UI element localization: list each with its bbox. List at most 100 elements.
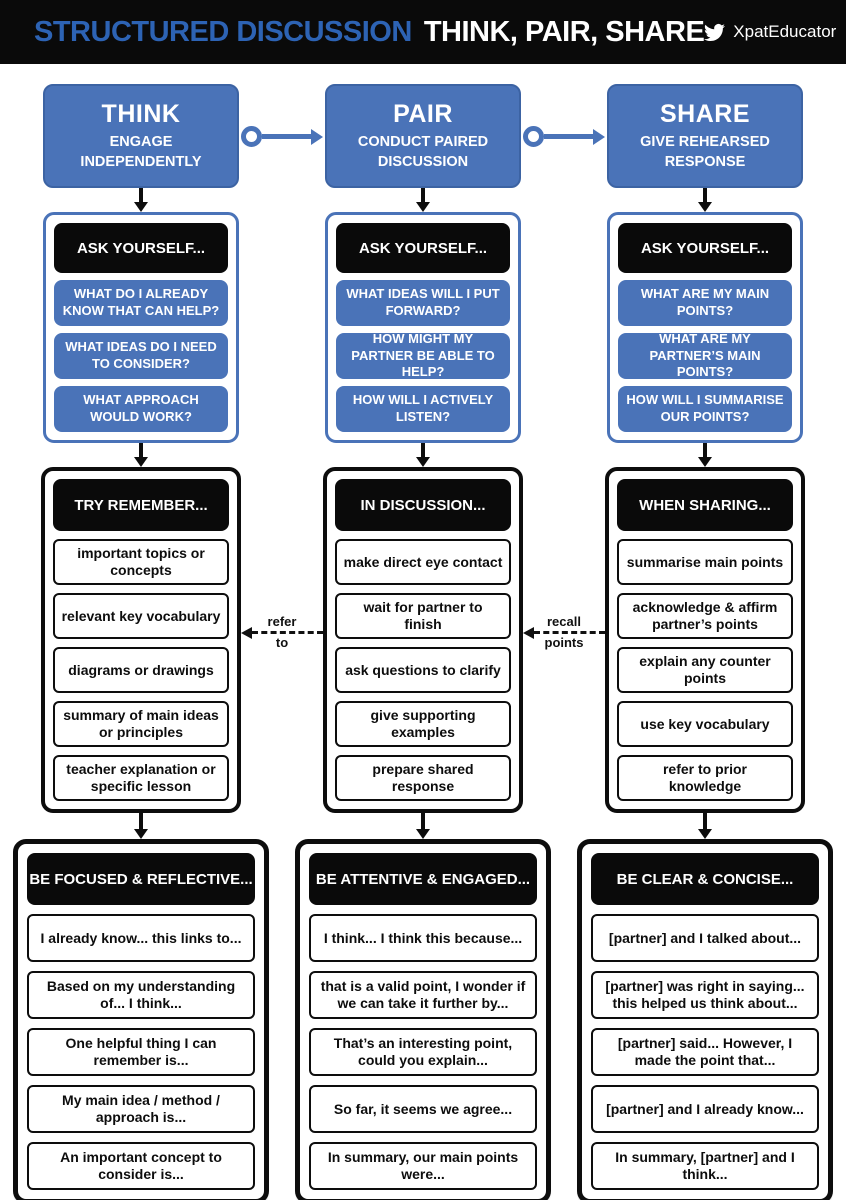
- stage-box-pair: PAIR CONDUCT PAIRED DISCUSSION: [325, 84, 521, 188]
- dashed-connector-recall-points: recall points: [523, 613, 605, 652]
- flow-columns: THINK ENGAGE INDEPENDENTLY ASK YOURSELF.…: [0, 84, 846, 1200]
- list-item: prepare shared response: [335, 755, 511, 801]
- sentence-stem: I think... I think this because...: [309, 914, 537, 962]
- ask-item: WHAT ARE MY MAIN POINTS?: [618, 280, 792, 326]
- column-pair: PAIR CONDUCT PAIRED DISCUSSION ASK YOURS…: [282, 84, 564, 1200]
- stage-subtitle: GIVE REHEARSED RESPONSE: [640, 133, 770, 170]
- twitter-handle: XpatEducator: [733, 22, 837, 41]
- sentence-stem: An important concept to consider is...: [27, 1142, 255, 1190]
- section-header: TRY REMEMBER...: [53, 479, 229, 531]
- sentence-stems-section-share: BE CLEAR & CONCISE... [partner] and I ta…: [577, 839, 833, 1200]
- sentence-stem: Based on my understanding of... I think.…: [27, 971, 255, 1019]
- connector-line: [262, 134, 311, 139]
- sentence-stem: [partner] was right in saying... this he…: [591, 971, 819, 1019]
- down-arrow-icon: [416, 813, 430, 839]
- sentence-stems-section-pair: BE ATTENTIVE & ENGAGED... I think... I t…: [295, 839, 551, 1200]
- stage-subtitle: CONDUCT PAIRED DISCUSSION: [357, 133, 489, 170]
- header-bar: STRUCTURED DISCUSSION THINK, PAIR, SHARE…: [0, 0, 846, 64]
- sentence-stems-section-think: BE FOCUSED & REFLECTIVE... I already kno…: [13, 839, 269, 1200]
- sentence-stem: My main idea / method / approach is...: [27, 1085, 255, 1133]
- sentence-stem: That’s an interesting point, could you e…: [309, 1028, 537, 1076]
- list-item: summary of main ideas or principles: [53, 701, 229, 747]
- dashed-left-arrow-icon: [241, 626, 323, 639]
- section-header: BE ATTENTIVE & ENGAGED...: [309, 853, 537, 905]
- ask-yourself-section-pair: ASK YOURSELF... WHAT IDEAS WILL I PUT FO…: [325, 212, 521, 443]
- page-title: THINK, PAIR, SHARE: [423, 15, 705, 48]
- ask-yourself-section-think: ASK YOURSELF... WHAT DO I ALREADY KNOW T…: [43, 212, 239, 443]
- section-header: WHEN SHARING...: [617, 479, 793, 531]
- list-item: make direct eye contact: [335, 539, 511, 585]
- twitter-icon: [704, 23, 726, 41]
- stage-title: SHARE: [659, 99, 750, 128]
- stage-box-think: THINK ENGAGE INDEPENDENTLY: [43, 84, 239, 188]
- ask-item: HOW WILL I SUMMARISE OUR POINTS?: [618, 386, 792, 432]
- list-item: important topics or concepts: [53, 539, 229, 585]
- ask-item: WHAT APPROACH WOULD WORK?: [54, 386, 228, 432]
- flow-connector-think-pair: [241, 126, 323, 147]
- down-arrow-icon: [416, 443, 430, 467]
- ask-item: HOW WILL I ACTIVELY LISTEN?: [336, 386, 510, 432]
- page-title-accent: STRUCTURED DISCUSSION: [34, 15, 412, 48]
- dashed-connector-refer-to: refer to: [241, 613, 323, 652]
- list-item: wait for partner to finish: [335, 593, 511, 639]
- sentence-stem: [partner] and I talked about...: [591, 914, 819, 962]
- list-item: summarise main points: [617, 539, 793, 585]
- connector-label: points: [544, 635, 584, 650]
- down-arrow-icon: [416, 188, 430, 212]
- ask-yourself-section-share: ASK YOURSELF... WHAT ARE MY MAIN POINTS?…: [607, 212, 803, 443]
- dashed-left-arrow-icon: [523, 626, 605, 639]
- sentence-stem: I already know... this links to...: [27, 914, 255, 962]
- list-item: explain any counter points: [617, 647, 793, 693]
- ask-item: WHAT ARE MY PARTNER’S MAIN POINTS?: [618, 331, 792, 379]
- down-arrow-icon: [134, 813, 148, 839]
- connector-label: recall: [547, 614, 581, 629]
- section-header: BE FOCUSED & REFLECTIVE...: [27, 853, 255, 905]
- ask-item: WHAT IDEAS WILL I PUT FORWARD?: [336, 280, 510, 326]
- down-arrow-icon: [134, 188, 148, 212]
- connector-circle-icon: [523, 126, 544, 147]
- right-arrowhead-icon: [593, 128, 605, 145]
- sentence-stem: One helpful thing I can remember is...: [27, 1028, 255, 1076]
- column-think: THINK ENGAGE INDEPENDENTLY ASK YOURSELF.…: [0, 84, 282, 1200]
- list-item: diagrams or drawings: [53, 647, 229, 693]
- list-item: relevant key vocabulary: [53, 593, 229, 639]
- down-arrow-icon: [698, 813, 712, 839]
- list-item: refer to prior knowledge: [617, 755, 793, 801]
- sentence-stem: In summary, our main points were...: [309, 1142, 537, 1190]
- right-arrowhead-icon: [311, 128, 323, 145]
- ask-item: HOW MIGHT MY PARTNER BE ABLE TO HELP?: [336, 331, 510, 379]
- section-header: ASK YOURSELF...: [618, 223, 792, 273]
- ask-item: WHAT DO I ALREADY KNOW THAT CAN HELP?: [54, 280, 228, 326]
- in-discussion-section: IN DISCUSSION... make direct eye contact…: [323, 467, 523, 813]
- connector-line: [544, 134, 593, 139]
- ask-item: WHAT IDEAS DO I NEED TO CONSIDER?: [54, 333, 228, 379]
- flow-connector-pair-share: [523, 126, 605, 147]
- list-item: use key vocabulary: [617, 701, 793, 747]
- list-item: acknowledge & affirm partner’s points: [617, 593, 793, 639]
- try-remember-section: TRY REMEMBER... important topics or conc…: [41, 467, 241, 813]
- sentence-stem: [partner] said... However, I made the po…: [591, 1028, 819, 1076]
- sentence-stem: [partner] and I already know...: [591, 1085, 819, 1133]
- list-item: give supporting examples: [335, 701, 511, 747]
- sentence-stem: In summary, [partner] and I think...: [591, 1142, 819, 1190]
- twitter-attribution: XpatEducator: [704, 22, 836, 43]
- column-share: SHARE GIVE REHEARSED RESPONSE ASK YOURSE…: [564, 84, 846, 1200]
- stage-title: PAIR: [393, 99, 453, 128]
- section-header: ASK YOURSELF...: [54, 223, 228, 273]
- connector-circle-icon: [241, 126, 262, 147]
- connector-label: refer: [267, 614, 297, 629]
- stage-subtitle: ENGAGE INDEPENDENTLY: [80, 133, 202, 170]
- when-sharing-section: WHEN SHARING... summarise main points ac…: [605, 467, 805, 813]
- connector-label: to: [275, 635, 289, 650]
- list-item: teacher explanation or specific lesson: [53, 755, 229, 801]
- stage-box-share: SHARE GIVE REHEARSED RESPONSE: [607, 84, 803, 188]
- stage-title: THINK: [101, 99, 181, 128]
- section-header: ASK YOURSELF...: [336, 223, 510, 273]
- down-arrow-icon: [134, 443, 148, 467]
- down-arrow-icon: [698, 188, 712, 212]
- down-arrow-icon: [698, 443, 712, 467]
- sentence-stem: that is a valid point, I wonder if we ca…: [309, 971, 537, 1019]
- sentence-stem: So far, it seems we agree...: [309, 1085, 537, 1133]
- list-item: ask questions to clarify: [335, 647, 511, 693]
